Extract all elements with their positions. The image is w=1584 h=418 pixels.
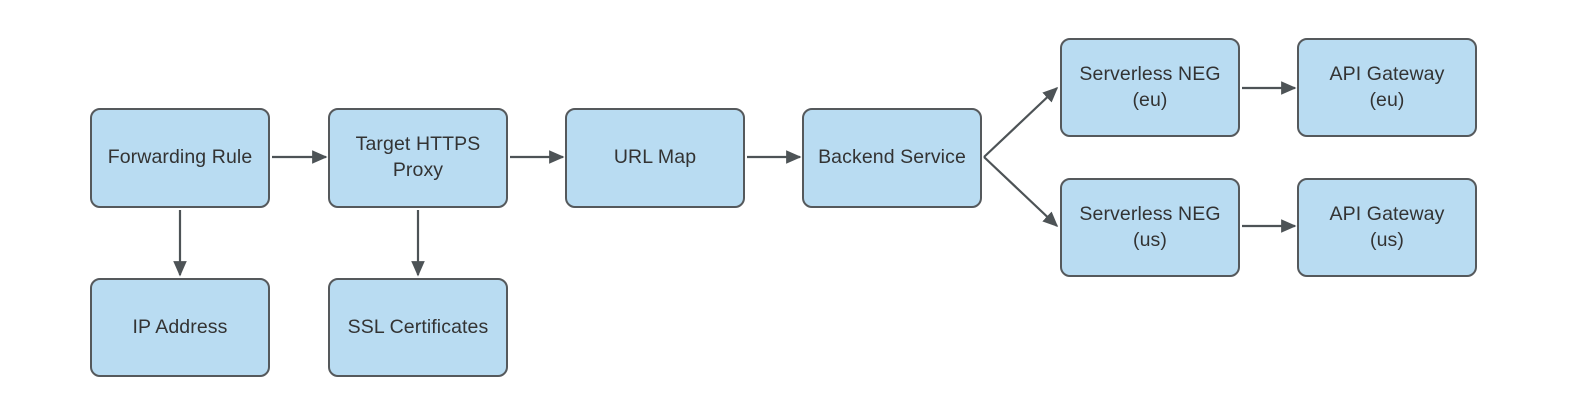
node-label-backend-service: Backend Service xyxy=(818,146,966,169)
node-label-ssl-certificates: SSL Certificates xyxy=(347,315,489,338)
node-serverless-neg-us[interactable]: Serverless NEG (us) xyxy=(1060,178,1240,277)
node-target-https-proxy[interactable]: Target HTTPS Proxy xyxy=(328,108,508,208)
node-label-serverless-neg-eu: Serverless NEG (eu) xyxy=(1079,62,1221,111)
edge-backend-service-to-serverless-neg-eu xyxy=(983,86,1059,158)
node-label-url-map: URL Map xyxy=(613,146,697,169)
node-api-gateway-us[interactable]: API Gateway (us) xyxy=(1297,178,1477,277)
node-backend-service[interactable]: Backend Service xyxy=(802,108,982,208)
node-label-target-https-proxy: Target HTTPS Proxy xyxy=(355,133,481,181)
node-serverless-neg-eu[interactable]: Serverless NEG (eu) xyxy=(1060,38,1240,137)
node-url-map[interactable]: URL Map xyxy=(565,108,745,208)
node-api-gateway-eu[interactable]: API Gateway (eu) xyxy=(1297,38,1477,137)
node-label-api-gateway-us: API Gateway (us) xyxy=(1329,202,1445,251)
node-label-forwarding-rule: Forwarding Rule xyxy=(107,146,253,169)
node-label-serverless-neg-us: Serverless NEG (us) xyxy=(1079,202,1221,251)
node-ip-address[interactable]: IP Address xyxy=(90,278,270,377)
edge-backend-service-to-serverless-neg-us xyxy=(983,156,1059,228)
node-label-api-gateway-eu: API Gateway (eu) xyxy=(1329,62,1445,111)
node-ssl-certificates[interactable]: SSL Certificates xyxy=(328,278,508,377)
node-label-ip-address: IP Address xyxy=(132,315,228,338)
node-forwarding-rule[interactable]: Forwarding Rule xyxy=(90,108,270,208)
